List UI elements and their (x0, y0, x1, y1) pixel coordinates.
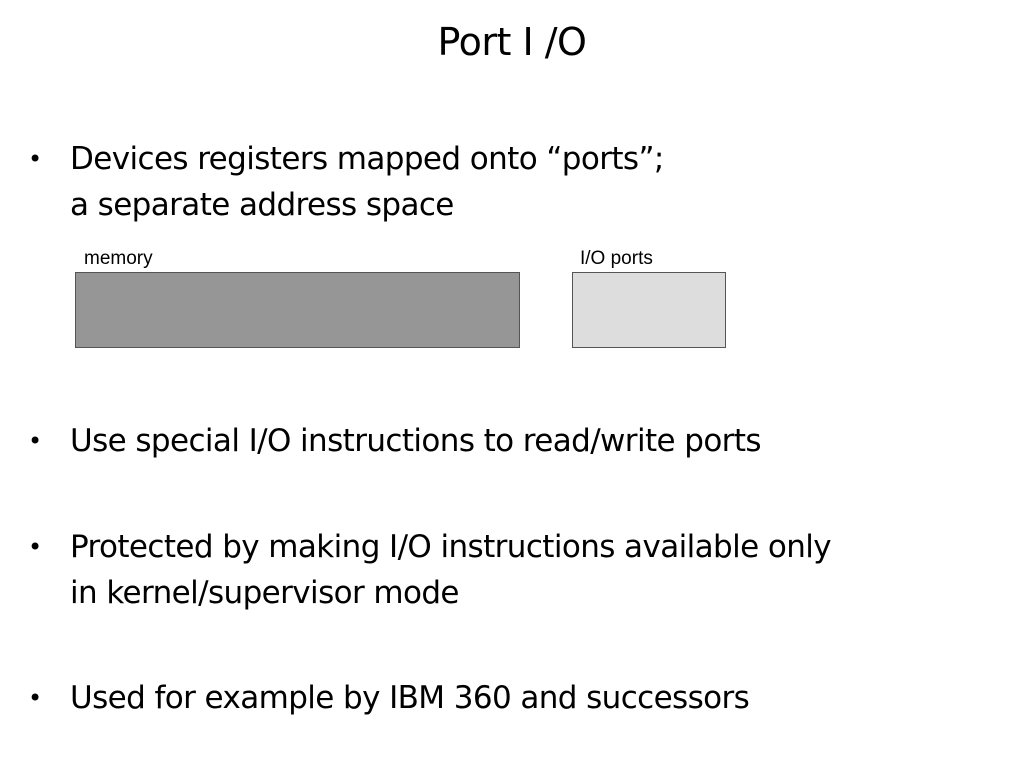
bullet-line: Devices registers mapped onto “ports”; (70, 141, 664, 177)
memory-label: memory (84, 248, 153, 269)
bullet-icon: • (28, 145, 42, 173)
memory-address-space-box (75, 272, 520, 348)
bullet-icon: • (28, 427, 42, 455)
bullet-line: in kernel/supervisor mode (70, 575, 460, 611)
bullet-line: a separate address space (70, 187, 454, 223)
bullet-line: Used for example by IBM 360 and successo… (70, 680, 750, 716)
bullet-text: Devices registers mapped onto “ports”; a… (70, 136, 990, 228)
bullet-text: Used for example by IBM 360 and successo… (70, 675, 990, 721)
slide-title: Port I /O (437, 20, 587, 64)
bullet-text: Protected by making I/O instructions ava… (70, 524, 990, 616)
bullet-line: Protected by making I/O instructions ava… (70, 529, 832, 565)
io-ports-label: I/O ports (580, 248, 653, 269)
bullet-text: Use special I/O instructions to read/wri… (70, 418, 990, 464)
bullet-line: Use special I/O instructions to read/wri… (70, 423, 762, 459)
bullet-icon: • (28, 533, 42, 561)
io-ports-address-space-box (572, 272, 726, 348)
bullet-icon: • (28, 684, 42, 712)
